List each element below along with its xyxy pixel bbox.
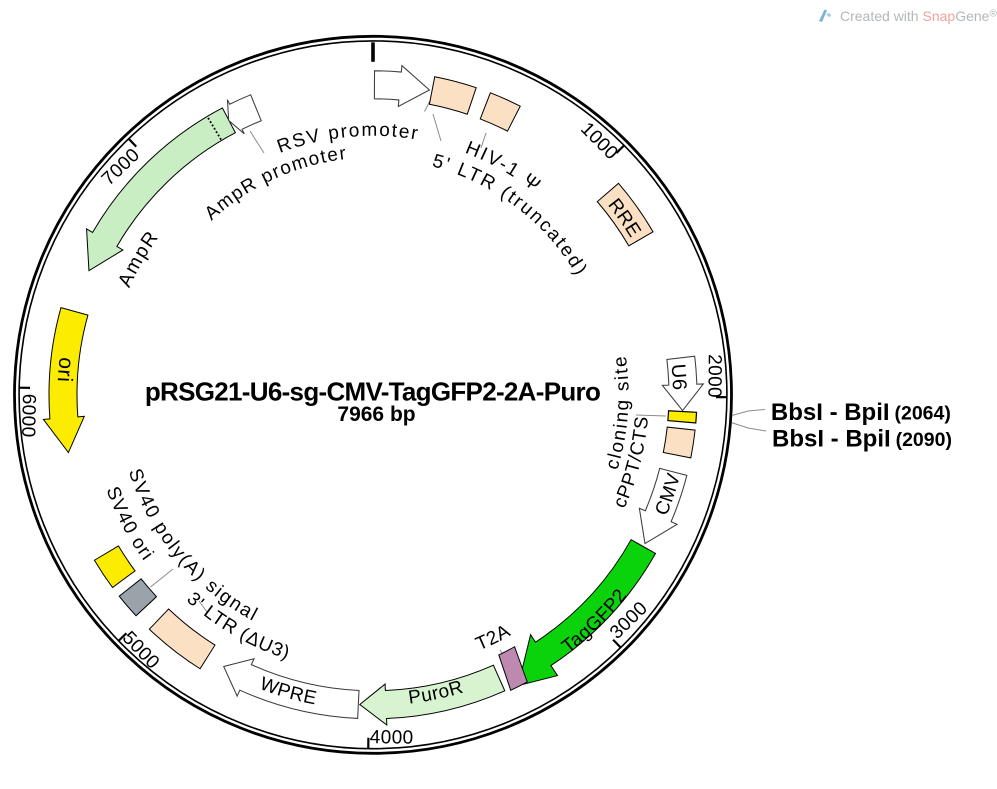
svg-text:BbsI - BpiI: BbsI - BpiI <box>771 399 890 426</box>
svg-text:BbsI - BpiI: BbsI - BpiI <box>772 425 891 452</box>
svg-text:U6: U6 <box>667 363 690 391</box>
svg-text:Created with SnapGene®: Created with SnapGene® <box>840 8 997 24</box>
svg-text:2000: 2000 <box>703 354 724 398</box>
svg-text:4000: 4000 <box>370 727 414 749</box>
svg-text:7966 bp: 7966 bp <box>337 403 415 426</box>
svg-text:pRSG21-U6-sg-CMV-TagGFP2-2A-Pu: pRSG21-U6-sg-CMV-TagGFP2-2A-Puro <box>145 377 600 407</box>
svg-text:ori: ori <box>53 356 78 383</box>
svg-text:(2090): (2090) <box>896 429 952 451</box>
svg-text:(2064): (2064) <box>895 402 951 424</box>
svg-text:6000: 6000 <box>17 393 39 437</box>
